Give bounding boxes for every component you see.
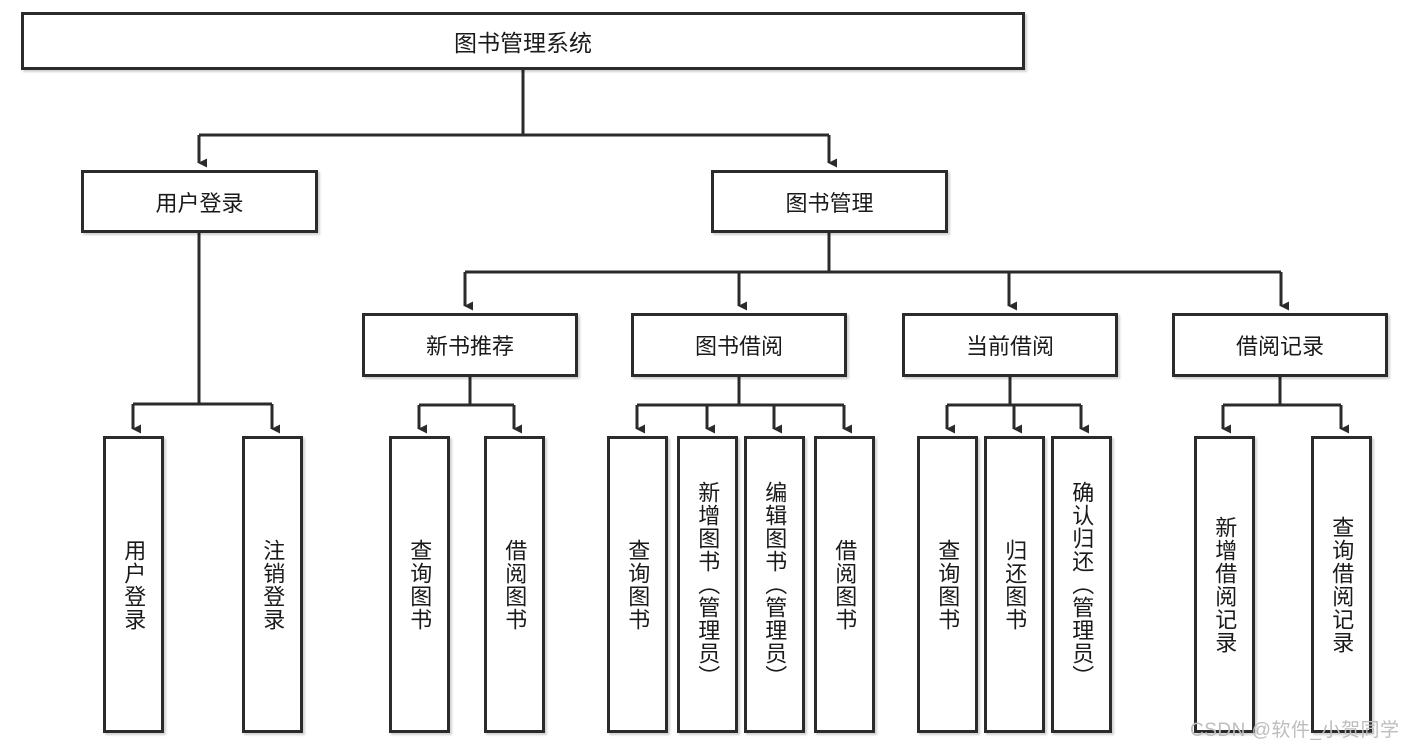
node-label: 编辑图书（管理员） xyxy=(762,481,788,688)
node-label: 图书管理系统 xyxy=(454,30,592,56)
node-label: 查询图书 xyxy=(407,538,433,631)
leaf-query-book-current[interactable]: 查询图书 xyxy=(917,436,978,733)
node-label: 查询图书 xyxy=(625,538,651,631)
node-label: 用户登录 xyxy=(155,190,244,216)
leaf-query-book-recommend[interactable]: 查询图书 xyxy=(389,436,450,733)
leaf-confirm-return-admin[interactable]: 确认归还（管理员） xyxy=(1051,436,1112,733)
node-label: 借阅图书 xyxy=(502,538,528,631)
node-label: 新增图书（管理员） xyxy=(695,481,721,688)
node-label: 借阅图书 xyxy=(832,538,858,631)
node-label: 新增借阅记录 xyxy=(1212,515,1238,654)
leaf-return-book[interactable]: 归还图书 xyxy=(984,436,1045,733)
csdn-watermark: CSDN @软件_小贺同学 xyxy=(1190,720,1400,741)
leaf-borrow-book-recommend[interactable]: 借阅图书 xyxy=(484,436,545,733)
node-root-system[interactable]: 图书管理系统 xyxy=(21,12,1025,70)
leaf-user-logout[interactable]: 注销登录 xyxy=(242,436,303,733)
node-label: 确认归还（管理员） xyxy=(1069,481,1095,688)
node-label: 新书推荐 xyxy=(425,334,514,359)
node-label: 图书管理 xyxy=(785,190,874,216)
node-book-borrow[interactable]: 图书借阅 xyxy=(631,313,847,377)
node-label: 用户登录 xyxy=(121,538,147,631)
leaf-user-login[interactable]: 用户登录 xyxy=(103,436,164,733)
leaf-edit-book-admin[interactable]: 编辑图书（管理员） xyxy=(744,436,805,733)
node-user-login[interactable]: 用户登录 xyxy=(81,170,318,233)
node-label: 当前借阅 xyxy=(965,334,1054,359)
node-label: 查询图书 xyxy=(935,538,961,631)
leaf-add-book-admin[interactable]: 新增图书（管理员） xyxy=(677,436,738,733)
node-new-book-recommend[interactable]: 新书推荐 xyxy=(362,313,578,377)
node-book-management[interactable]: 图书管理 xyxy=(711,170,948,233)
node-label: 归还图书 xyxy=(1002,538,1028,631)
node-label: 查询借阅记录 xyxy=(1329,515,1355,654)
leaf-query-borrow-record[interactable]: 查询借阅记录 xyxy=(1311,436,1372,733)
leaf-query-book-borrow[interactable]: 查询图书 xyxy=(607,436,668,733)
leaf-borrow-book[interactable]: 借阅图书 xyxy=(814,436,875,733)
node-label: 借阅记录 xyxy=(1235,334,1324,359)
node-label: 图书借阅 xyxy=(694,334,783,359)
node-current-borrow[interactable]: 当前借阅 xyxy=(902,313,1118,377)
leaf-add-borrow-record[interactable]: 新增借阅记录 xyxy=(1194,436,1255,733)
node-borrow-record[interactable]: 借阅记录 xyxy=(1172,313,1388,377)
node-label: 注销登录 xyxy=(260,538,286,631)
